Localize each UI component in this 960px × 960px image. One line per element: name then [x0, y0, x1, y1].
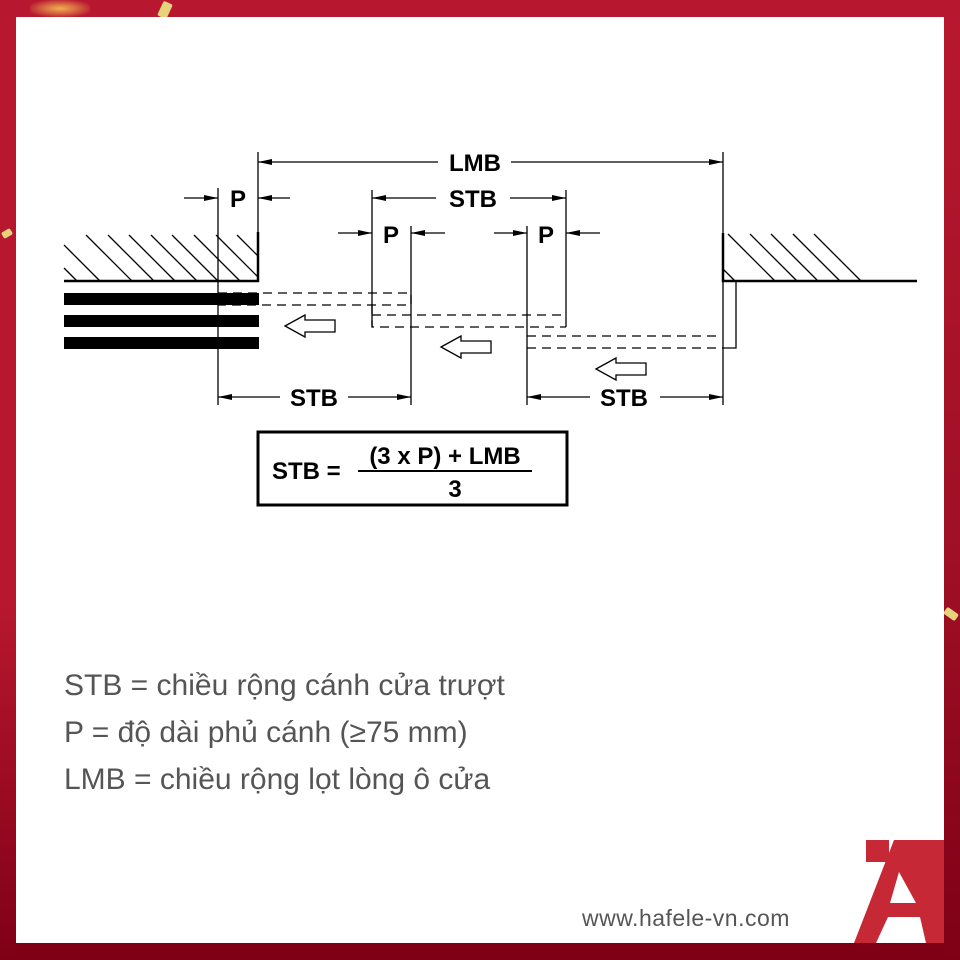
- confetti-decoration: [0, 227, 14, 240]
- legend: STB = chiều rộng cánh cửa trượt P = độ d…: [64, 662, 505, 803]
- arrow-left-icon: [594, 356, 647, 382]
- left-wall-hatch: [63, 234, 259, 282]
- hafele-logo-icon: [854, 840, 944, 943]
- extension-lines: [217, 152, 724, 405]
- arrow-left-icon: [283, 313, 336, 339]
- label-p-mid1: P: [383, 222, 399, 249]
- dimension-arrows: [184, 159, 723, 400]
- frame-border-bottom: [0, 943, 960, 960]
- light-glow-decoration: [30, 0, 90, 17]
- content-panel: LMB STB P P P STB STB STB = (3 x P) + LM…: [16, 17, 944, 943]
- label-p-mid2: P: [538, 222, 554, 249]
- legend-item-lmb: LMB = chiều rộng lọt lòng ô cửa: [64, 763, 491, 796]
- label-stb-top: STB: [449, 186, 497, 213]
- dashed-panel-outlines: [218, 292, 722, 349]
- formula-numerator: (3 x P) + LMB: [369, 443, 520, 470]
- arrow-left-icon: [439, 334, 492, 360]
- formula-denominator: 3: [448, 476, 461, 503]
- label-stb-bottom-left: STB: [290, 385, 338, 412]
- formula-box: STB = (3 x P) + LMB 3: [256, 430, 569, 507]
- frame-border-right: [944, 0, 960, 960]
- legend-item-stb: STB = chiều rộng cánh cửa trượt: [64, 669, 505, 702]
- slide-direction-arrows: [283, 313, 647, 382]
- formula-lhs: STB =: [272, 458, 341, 485]
- right-wall-hatch: [722, 233, 862, 282]
- label-p-left: P: [230, 186, 246, 213]
- frame-border-left: [0, 600, 16, 960]
- label-stb-bottom-right: STB: [600, 385, 648, 412]
- stacked-door-panels: [64, 293, 259, 349]
- sliding-door-dimension-diagram: LMB STB P P P STB STB STB = (3 x P) + LM…: [63, 150, 917, 507]
- legend-item-p: P = độ dài phủ cánh (≥75 mm): [64, 716, 468, 749]
- label-lmb: LMB: [449, 150, 501, 177]
- website-link[interactable]: www.hafele-vn.com: [582, 905, 790, 931]
